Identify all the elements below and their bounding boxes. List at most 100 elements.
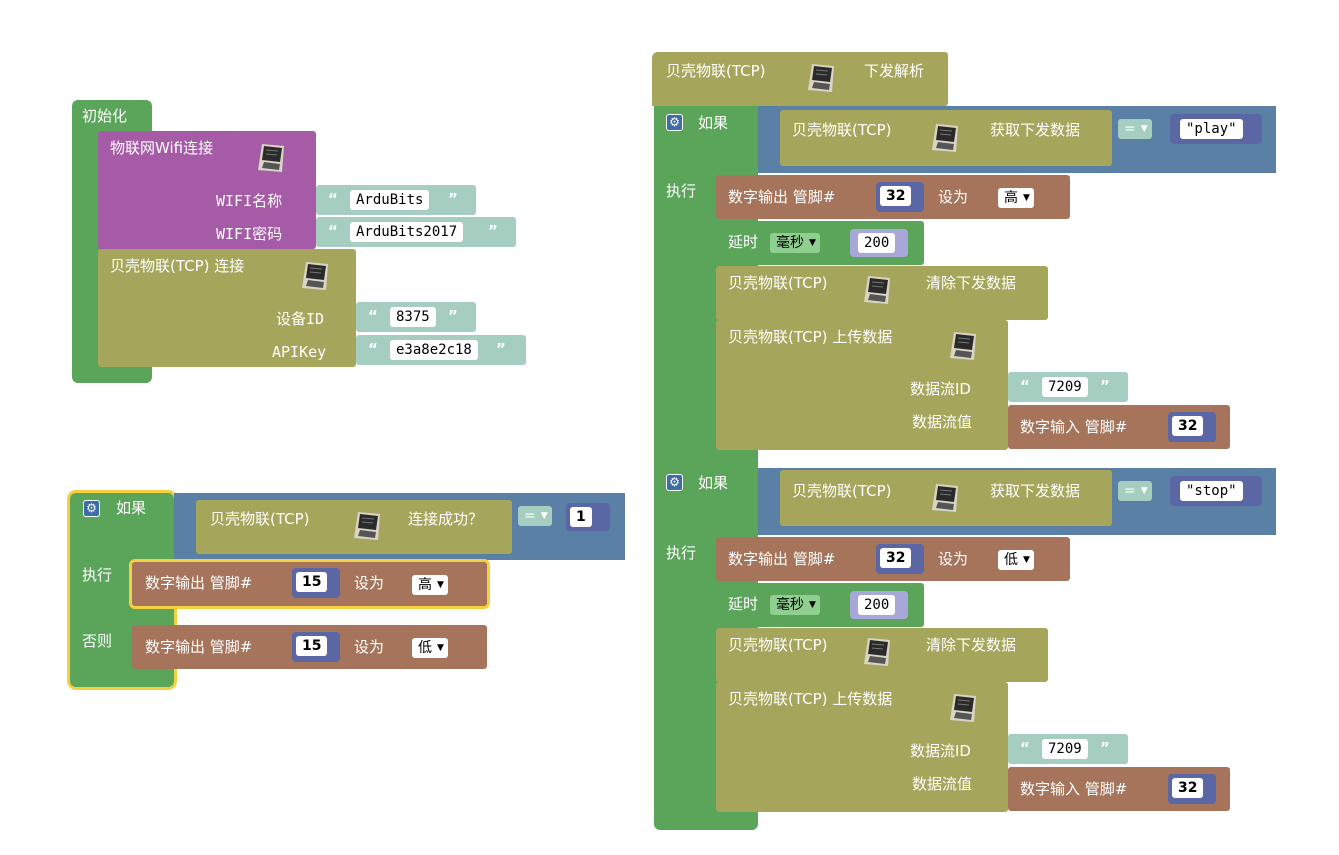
if-label: 如果 (116, 499, 147, 517)
stream-value-label: 数据流值 (912, 413, 973, 431)
level-dropdown[interactable]: 低▼ (998, 550, 1034, 570)
wifi-ssid-label: WIFI名称 (216, 192, 283, 210)
pin-value[interactable]: 32 (1172, 778, 1204, 798)
digital-write-text: 数字输出 管脚# (145, 574, 253, 592)
open-quote-icon: “ (1020, 739, 1030, 757)
compare-operator: = (1124, 121, 1136, 137)
downlink-parse-block[interactable] (652, 52, 948, 106)
dropdown-arrow-icon: ▼ (437, 643, 444, 653)
string-literal-value[interactable]: "stop" (1180, 481, 1243, 501)
pin-value[interactable]: 15 (296, 572, 328, 592)
dropdown-arrow-icon: ▼ (1140, 486, 1148, 496)
stream-id-label: 数据流ID (910, 742, 971, 760)
upload-data-text: 贝壳物联(TCP) 上传数据 (728, 328, 893, 346)
pin-value[interactable]: 32 (1172, 416, 1204, 436)
compare-operator-dropdown[interactable]: =▼ (1118, 481, 1152, 501)
tcp-connected-block[interactable] (196, 500, 512, 554)
open-quote-icon: “ (368, 307, 378, 325)
pin-number-block[interactable]: 15 (292, 568, 340, 598)
api-key-label: APIKey (272, 343, 327, 361)
digital-write-text: 数字输出 管脚# (145, 638, 253, 656)
digital-read-text: 数字输入 管脚# (1020, 418, 1128, 436)
pin-value[interactable]: 32 (880, 186, 912, 206)
tcp-connected-text: 贝壳物联(TCP) (210, 510, 310, 528)
esp-module-icon (257, 143, 285, 173)
close-quote-icon: ” (1100, 739, 1110, 757)
dropdown-arrow-icon: ▼ (1023, 193, 1030, 203)
dropdown-arrow-icon: ▼ (809, 600, 816, 610)
get-downlink-action: 获取下发数据 (990, 121, 1081, 139)
set-label: 设为 (938, 550, 969, 568)
compare-operator: = (524, 508, 536, 524)
pin-value[interactable]: 15 (296, 636, 328, 656)
esp-module-icon (863, 275, 891, 305)
do-label: 执行 (82, 566, 113, 584)
pin-number-block[interactable]: 32 (1168, 412, 1216, 442)
pin-number-block[interactable]: 32 (876, 182, 924, 212)
digital-read-text: 数字输入 管脚# (1020, 780, 1128, 798)
open-quote-icon: “ (1020, 377, 1030, 395)
get-downlink-action: 获取下发数据 (990, 482, 1081, 500)
set-label: 设为 (938, 188, 969, 206)
compare-operator-dropdown[interactable]: =▼ (518, 506, 552, 526)
wifi-pwd-label: WIFI密码 (216, 225, 283, 243)
level-dropdown[interactable]: 高▼ (998, 188, 1034, 208)
delay-unit: 毫秒 (776, 597, 804, 613)
pin-number-block[interactable]: 32 (1168, 774, 1216, 804)
wifi-ssid-value[interactable]: ArduBits (350, 190, 430, 210)
string-literal-value[interactable]: "play" (1180, 119, 1243, 139)
delay-unit: 毫秒 (776, 235, 804, 251)
if-label: 如果 (698, 474, 729, 492)
close-quote-icon: ” (448, 307, 458, 325)
esp-module-icon (301, 261, 329, 291)
gear-icon[interactable]: ⚙ (666, 114, 683, 131)
pin-value[interactable]: 32 (880, 548, 912, 568)
digital-write-text: 数字输出 管脚# (728, 550, 836, 568)
delay-value[interactable]: 200 (858, 233, 896, 253)
get-downlink-text: 贝壳物联(TCP) (792, 482, 892, 500)
close-quote-icon: ” (496, 340, 506, 358)
close-quote-icon: ” (1100, 377, 1110, 395)
open-quote-icon: “ (368, 340, 378, 358)
else-label: 否则 (82, 632, 113, 650)
gear-icon[interactable]: ⚙ (83, 500, 100, 517)
do-label: 执行 (666, 544, 697, 562)
device-id-value[interactable]: 8375 (390, 307, 436, 327)
esp-module-icon (353, 511, 381, 541)
compare-operator: = (1124, 483, 1136, 499)
wifi-connect-title: 物联网Wifi连接 (110, 139, 214, 157)
open-quote-icon: “ (328, 222, 338, 240)
level-value: 低 (418, 640, 432, 656)
gear-icon[interactable]: ⚙ (666, 474, 683, 491)
clear-downlink-action: 清除下发数据 (926, 274, 1017, 292)
delay-unit-dropdown[interactable]: 毫秒 ▼ (770, 595, 820, 615)
api-key-value[interactable]: e3a8e2c18 (390, 340, 478, 360)
if-label: 如果 (698, 114, 729, 132)
stream-id-value[interactable]: 7209 (1042, 739, 1088, 759)
compare-operator-dropdown[interactable]: =▼ (1118, 119, 1152, 139)
downlink-title-left: 贝壳物联(TCP) (666, 62, 766, 80)
stream-id-label: 数据流ID (910, 380, 971, 398)
dropdown-arrow-icon: ▼ (809, 238, 816, 248)
dropdown-arrow-icon: ▼ (1023, 555, 1030, 565)
pin-number-block[interactable]: 15 (292, 632, 340, 662)
pin-number-block[interactable]: 32 (876, 544, 924, 574)
upload-data-text: 贝壳物联(TCP) 上传数据 (728, 690, 893, 708)
if-compare-number[interactable]: 1 (566, 503, 610, 531)
dropdown-arrow-icon: ▼ (1140, 124, 1148, 134)
level-dropdown[interactable]: 低▼ (412, 638, 448, 658)
set-label: 设为 (354, 638, 385, 656)
delay-unit-dropdown[interactable]: 毫秒 ▼ (770, 233, 820, 253)
esp-module-icon (931, 123, 959, 153)
stream-id-value[interactable]: 7209 (1042, 377, 1088, 397)
level-value: 高 (418, 577, 432, 593)
delay-value[interactable]: 200 (858, 595, 896, 615)
if-compare-value[interactable]: 1 (570, 507, 592, 527)
esp-module-icon (807, 63, 835, 93)
level-value: 高 (1004, 190, 1018, 206)
level-dropdown[interactable]: 高▼ (412, 575, 448, 595)
wifi-pwd-value[interactable]: ArduBits2017 (350, 222, 464, 242)
esp-module-icon (863, 637, 891, 667)
esp-module-icon (949, 693, 977, 723)
init-title: 初始化 (82, 107, 128, 125)
